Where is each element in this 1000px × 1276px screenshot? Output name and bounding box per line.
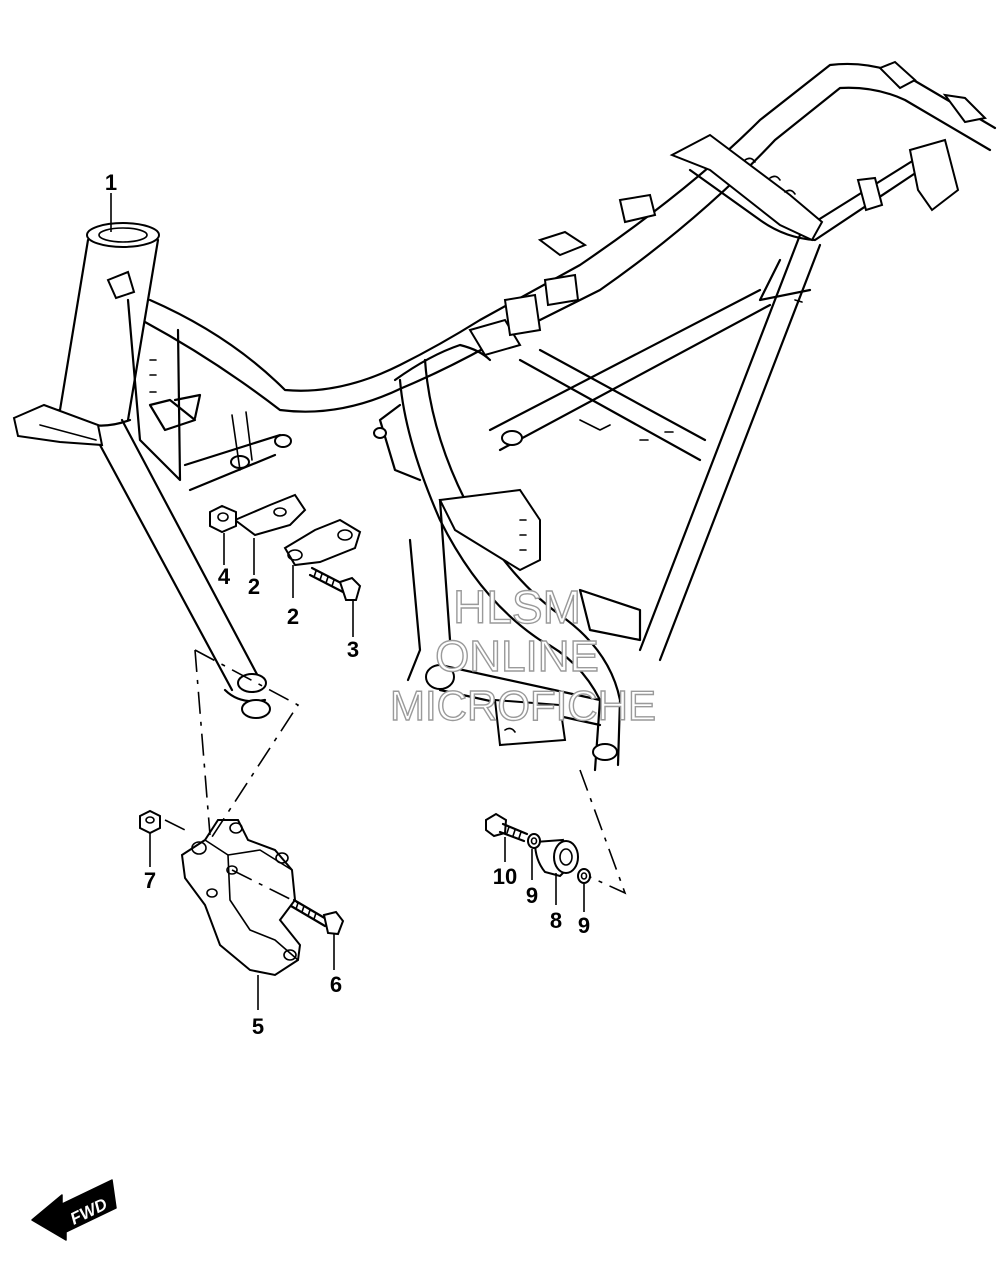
engine-mount-bracket-part-2[interactable] — [233, 493, 362, 567]
frame-part-1[interactable] — [12, 60, 997, 772]
callout-10: 10 — [493, 864, 517, 889]
callout-2b: 2 — [287, 604, 299, 629]
callout-1: 1 — [105, 170, 117, 195]
washer-part-9b[interactable] — [577, 868, 591, 884]
callout-2a: 2 — [248, 574, 260, 599]
washer-part-9a[interactable] — [527, 833, 541, 849]
callout-5: 5 — [252, 1014, 264, 1039]
callout-3: 3 — [347, 637, 359, 662]
leader-lines — [110, 193, 585, 1010]
nut-part-7[interactable] — [139, 809, 161, 835]
fwd-badge: FWD — [31, 1179, 117, 1241]
spacer-part-8[interactable] — [533, 838, 579, 878]
callout-8: 8 — [550, 908, 562, 933]
engine-bracket-part-5[interactable] — [180, 819, 302, 977]
callout-9b: 9 — [578, 913, 590, 938]
watermark-line-2: ONLINE — [435, 632, 599, 681]
callout-9a: 9 — [526, 883, 538, 908]
nut-part-4[interactable] — [209, 504, 237, 534]
callout-4: 4 — [218, 564, 231, 589]
callout-7: 7 — [144, 868, 156, 893]
forward-arrow-icon — [31, 1179, 117, 1241]
bolt-part-3[interactable] — [308, 566, 362, 601]
bolt-part-6[interactable] — [289, 898, 345, 936]
callout-6: 6 — [330, 972, 342, 997]
callout-numbers: 1 2 2 3 4 5 6 7 8 9 9 10 — [105, 170, 590, 1039]
bolt-part-10[interactable] — [485, 812, 529, 843]
watermark-line-3: MICROFICHE — [390, 682, 656, 729]
watermark-line-1: HLSM — [453, 581, 581, 633]
watermark: HLSM ONLINE MICROFICHE — [389, 580, 656, 729]
assembly-lines — [164, 649, 627, 904]
